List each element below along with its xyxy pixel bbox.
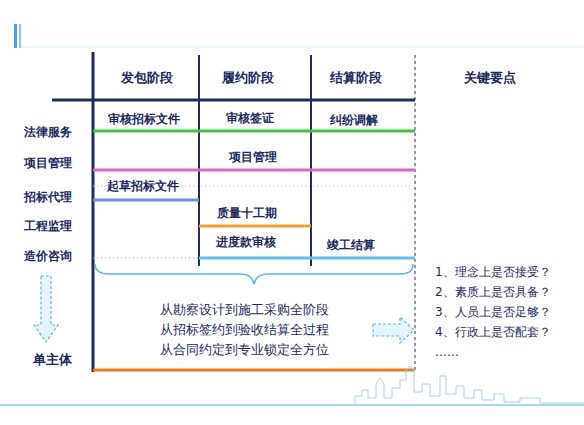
label: 2、素质上是否具备？	[435, 285, 551, 299]
label: 从招标签约到验收结算全过程	[160, 322, 329, 338]
guide-line	[93, 258, 199, 259]
decor-line	[0, 404, 584, 406]
single-subject-line	[93, 369, 415, 372]
label: 进度款审核	[216, 235, 276, 249]
column-header: 关键要点	[464, 70, 516, 86]
decor-line	[22, 47, 584, 48]
service-line	[93, 169, 415, 172]
label: 质量十工期	[217, 206, 277, 220]
down-arrow	[34, 276, 58, 342]
label: 工程监理	[24, 219, 72, 233]
column-header: 发包阶段	[121, 70, 173, 86]
label: 从勘察设计到施工采购全阶段	[160, 302, 329, 318]
block-arrow	[373, 317, 414, 343]
column-header: 履约阶段	[222, 70, 274, 86]
label: 招标代理	[24, 190, 72, 204]
skyline	[355, 366, 584, 404]
label: 法律服务	[24, 125, 72, 139]
label: 竣工结算	[327, 238, 375, 252]
label: 起草招标文件	[107, 179, 179, 193]
label: 造价咨询	[24, 249, 72, 263]
label: ……	[435, 345, 459, 359]
column-header: 结算阶段	[330, 70, 382, 86]
label: 1、理念上是否接受？	[435, 265, 551, 279]
service-line	[93, 130, 415, 133]
label: 从合同约定到专业锁定全方位	[160, 342, 329, 358]
label: 审核签证	[226, 111, 274, 125]
label: 单主体	[33, 352, 72, 368]
service-line	[93, 199, 199, 202]
label: 4、行政上是否配套？	[435, 325, 551, 339]
column-line	[198, 55, 200, 266]
dashed-divider	[415, 55, 416, 372]
service-line	[199, 257, 415, 260]
label: 纠纷调解	[330, 113, 378, 127]
column-line	[310, 55, 312, 266]
brace	[95, 264, 413, 284]
decor-bar	[14, 24, 17, 48]
decor-bar	[19, 24, 21, 48]
header-line	[52, 99, 415, 102]
label: 项目管理	[229, 150, 277, 164]
label: 项目管理	[24, 156, 72, 170]
label: 审核招标文件	[108, 112, 180, 126]
label: 3、人员上是否足够？	[435, 305, 551, 319]
service-line	[199, 225, 311, 228]
